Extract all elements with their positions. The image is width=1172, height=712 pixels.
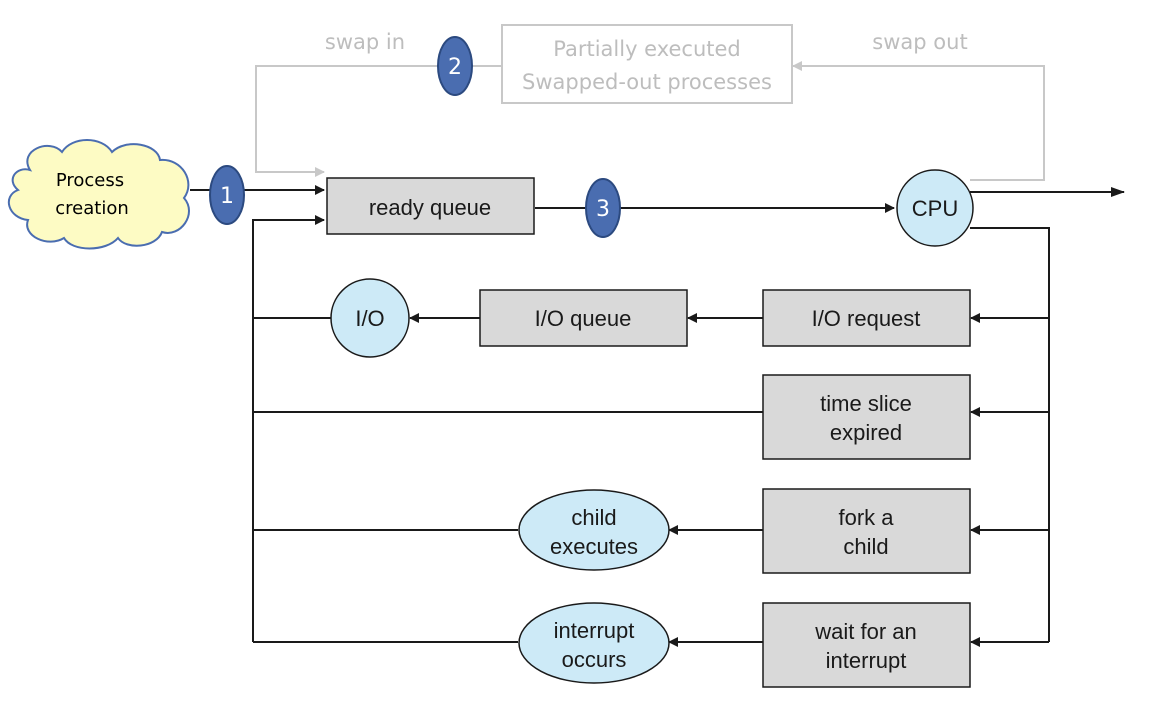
ready-queue-box [326,177,535,235]
time-slice-line1: time slice [820,391,912,416]
connectors [190,185,1125,647]
swap-in-line [255,65,502,177]
io-queue-box [479,289,688,347]
badge-1: 1 [209,165,245,225]
interrupt-occurs-ellipse [518,602,670,684]
swapped-out-box-line2: Swapped-out processes [522,70,772,94]
io-request-box [762,289,971,347]
cloud-shape [7,139,190,250]
time-slice-node: time slice expired [762,374,971,460]
interrupt-occurs-line1: interrupt [554,618,635,643]
wait-box [762,602,971,688]
cpu-node: CPU [896,169,974,247]
cpu-return-bus [970,227,1050,642]
badge-2-shape [437,36,473,96]
badge-1-label: 1 [220,184,234,209]
swap-out-line [792,61,1045,181]
child-executes-line2: executes [550,534,638,559]
io-label: I/O [355,306,384,331]
wait-line2: interrupt [826,648,907,673]
cpu-circle [896,169,974,247]
swap-out-label: swap out [872,30,967,54]
process-creation-cloud: Process creation [7,139,190,250]
io-queue-label: I/O queue [535,306,632,331]
wait-node: wait for an interrupt [762,602,971,688]
swap-loop: Partially executed Swapped-out processes… [255,24,1045,181]
fork-line1: fork a [838,505,894,530]
child-executes-line1: child [571,505,616,530]
swapped-out-box [501,24,793,104]
ready-queue-label: ready queue [369,195,491,220]
badge-3-label: 3 [596,197,610,222]
swapped-out-box-line1: Partially executed [553,37,741,61]
swap-in-label: swap in [325,30,405,54]
return-bus-left [252,215,325,642]
cpu-label: CPU [912,196,958,221]
io-request-label: I/O request [812,306,921,331]
fork-line2: child [843,534,888,559]
fork-box [762,488,971,574]
ready-queue-node: ready queue [326,177,535,235]
interrupt-occurs-node: interrupt occurs [518,602,670,684]
badge-3: 3 [585,178,621,238]
io-queue-node: I/O queue [479,289,688,347]
time-slice-box [762,374,971,460]
cloud-line1: Process [56,170,124,191]
cloud-line2: creation [55,198,129,219]
child-executes-ellipse [518,489,670,571]
io-node: I/O [330,278,410,358]
child-executes-node: child executes [518,489,670,571]
badge-2-label: 2 [448,55,462,80]
badge-2: 2 [437,36,473,96]
badge-3-shape [585,178,621,238]
interrupt-occurs-line2: occurs [562,647,627,672]
fork-node: fork a child [762,488,971,574]
io-circle [330,278,410,358]
wait-line1: wait for an [814,619,917,644]
badge-1-shape [209,165,245,225]
time-slice-line2: expired [830,420,902,445]
io-request-node: I/O request [762,289,971,347]
